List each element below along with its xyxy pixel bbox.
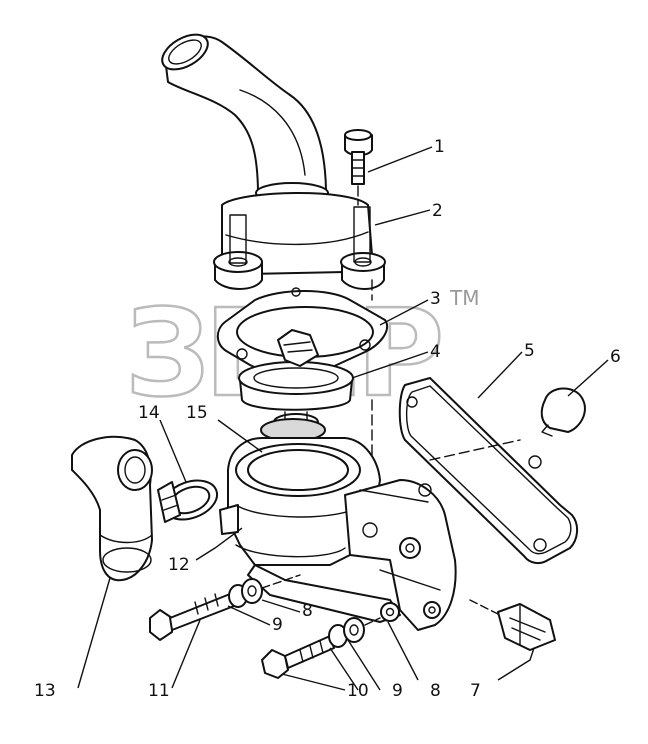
callout-1: 1 <box>434 137 445 157</box>
callout-14: 14 <box>138 403 160 423</box>
thermostat-housing-elbow <box>161 33 386 290</box>
callout-5: 5 <box>524 341 535 361</box>
callout-12: 12 <box>168 555 190 575</box>
bolt-part-1 <box>344 129 373 206</box>
callout-10: 10 <box>347 681 369 701</box>
callout-13: 13 <box>34 681 56 701</box>
callout-3: 3 <box>430 289 441 309</box>
hose-part-13 <box>71 435 153 582</box>
thermostat-part-4 <box>238 329 354 431</box>
callout-2: 2 <box>432 201 443 221</box>
hose-clamp-part-14 <box>157 479 219 523</box>
callout-leaders <box>77 146 609 691</box>
cap-part-6 <box>540 387 586 437</box>
pump-housing-part-12 <box>219 437 457 631</box>
callout-9b: 9 <box>392 681 403 701</box>
callout-8b: 8 <box>430 681 441 701</box>
callout-4: 4 <box>430 342 441 362</box>
assembly-axis-lines <box>371 279 521 461</box>
cover-gasket-part-5 <box>398 377 578 565</box>
callout-15: 15 <box>186 403 208 423</box>
callout-labels: 1 2 3 4 5 6 7 8 8 9 9 10 11 12 13 14 15 <box>34 137 621 701</box>
callout-8a: 8 <box>302 601 313 621</box>
sensor-part-7 <box>469 599 556 651</box>
watermark-trademark: TM <box>449 286 479 310</box>
callout-6: 6 <box>610 347 621 367</box>
callout-9a: 9 <box>272 615 283 635</box>
callout-11: 11 <box>148 681 170 701</box>
callout-7: 7 <box>470 681 481 701</box>
bolt-part-10 <box>261 635 335 679</box>
bolt-part-11 <box>149 593 235 641</box>
washer-set-lower <box>328 617 381 648</box>
washer-set-upper <box>228 574 301 608</box>
